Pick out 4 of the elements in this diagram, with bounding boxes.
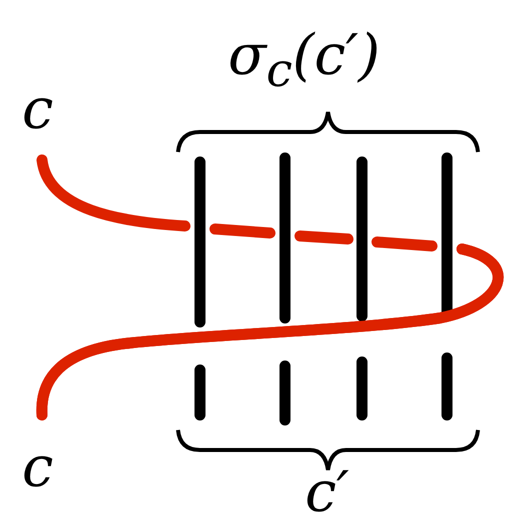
math-label: c′ xyxy=(305,465,350,521)
math-label: σ$_{c}$(c′) xyxy=(228,28,380,95)
math-label: c xyxy=(22,82,54,138)
math-label: c xyxy=(22,440,54,496)
